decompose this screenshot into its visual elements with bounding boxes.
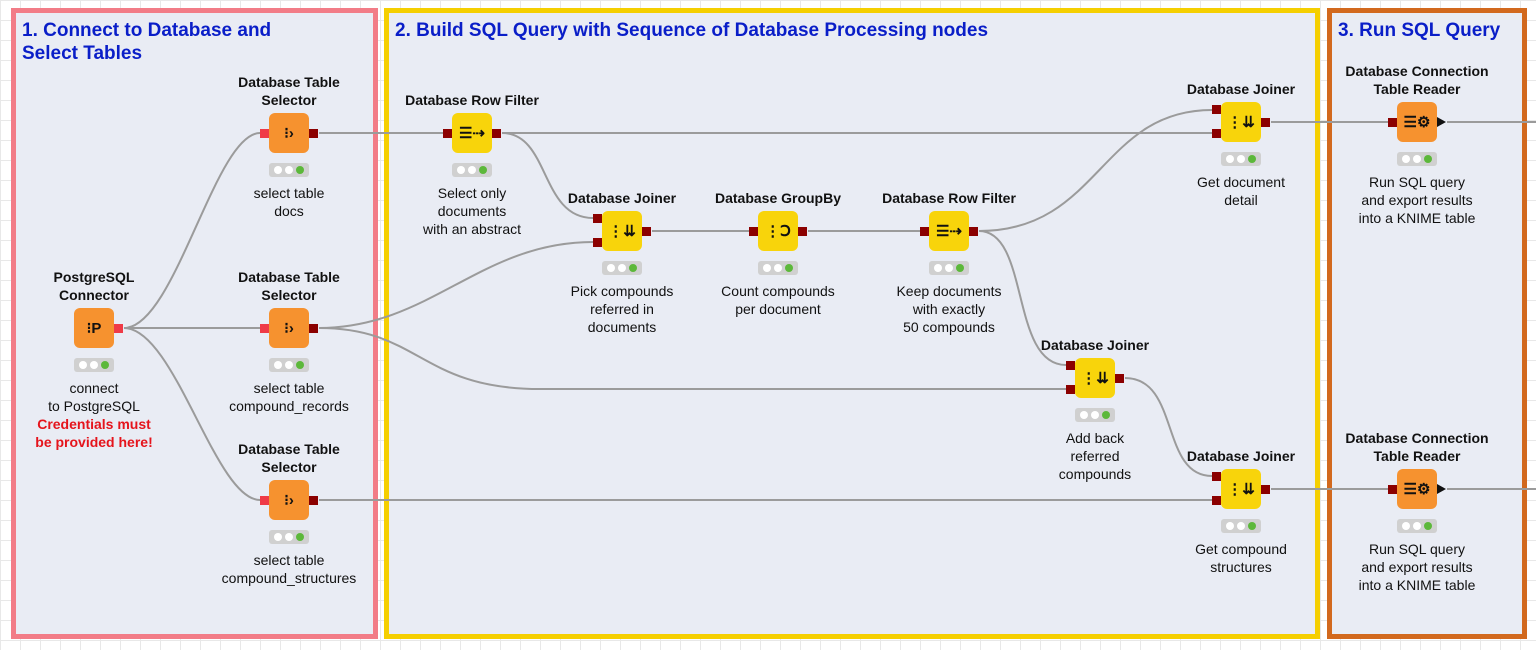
annotation-title: 3. Run SQL Query: [1338, 20, 1501, 41]
node-title: PostgreSQL Connector: [53, 269, 135, 303]
node-description: select table docs: [253, 185, 325, 219]
node-title: Database GroupBy: [714, 190, 842, 206]
node-title: Database Connection Table Reader: [1345, 63, 1489, 97]
output-port[interactable]: [1261, 118, 1270, 127]
output-port[interactable]: [309, 496, 318, 505]
node-title: Database Table Selector: [238, 74, 340, 108]
joiner-icon[interactable]: ⋮⇊: [1075, 358, 1115, 398]
input-port-top[interactable]: [1212, 105, 1221, 114]
input-port[interactable]: [260, 324, 269, 333]
input-port-bottom[interactable]: [1212, 496, 1221, 505]
output-port[interactable]: [642, 227, 651, 236]
node-title: Database Joiner: [567, 190, 677, 206]
input-port[interactable]: [1388, 118, 1397, 127]
node-description: select table compound_records: [229, 380, 349, 414]
table-selector-icon[interactable]: ⁝›: [269, 113, 309, 153]
input-port-bottom[interactable]: [1066, 385, 1075, 394]
status-traffic-light: [269, 163, 309, 177]
credentials-warning: Credentials must be provided here!: [35, 416, 153, 450]
output-port[interactable]: [1437, 117, 1446, 127]
node-description: Count compounds per document: [721, 283, 835, 317]
joiner-icon[interactable]: ⋮⇊: [1221, 469, 1261, 509]
joiner-icon[interactable]: ⋮⇊: [602, 211, 642, 251]
node-description: Run SQL query and export results into a …: [1358, 174, 1476, 226]
table-selector-icon[interactable]: ⁝›: [269, 480, 309, 520]
node-description: Add back referred compounds: [1058, 430, 1132, 482]
table-selector-icon[interactable]: ⁝›: [269, 308, 309, 348]
output-port[interactable]: [114, 324, 123, 333]
node-description: Select only documents with an abstract: [422, 185, 522, 237]
output-port[interactable]: [798, 227, 807, 236]
input-port-bottom[interactable]: [1212, 129, 1221, 138]
status-traffic-light: [269, 358, 309, 372]
input-port[interactable]: [749, 227, 758, 236]
table-reader-icon[interactable]: ☰⚙: [1397, 102, 1437, 142]
status-traffic-light: [1221, 152, 1261, 166]
input-port-top[interactable]: [1066, 361, 1075, 370]
node-title: Database Table Selector: [238, 269, 340, 303]
node-title: Database Joiner: [1186, 448, 1296, 464]
node-title: Database Row Filter: [882, 190, 1016, 206]
row-filter-icon[interactable]: ☰⇢: [929, 211, 969, 251]
status-traffic-light: [1397, 152, 1437, 166]
joiner-icon[interactable]: ⋮⇊: [1221, 102, 1261, 142]
node-description: Keep documents with exactly 50 compounds: [896, 283, 1002, 335]
status-traffic-light: [1397, 519, 1437, 533]
output-port[interactable]: [309, 129, 318, 138]
annotation-title: 1. Connect to Database and Select Tables: [22, 20, 272, 64]
node-title: Database Joiner: [1186, 81, 1296, 97]
node-title: Database Row Filter: [405, 92, 539, 108]
node-title: Database Table Selector: [238, 441, 340, 475]
status-traffic-light: [74, 358, 114, 372]
input-port[interactable]: [920, 227, 929, 236]
node-description: Run SQL query and export results into a …: [1358, 541, 1476, 593]
output-port[interactable]: [1437, 484, 1446, 494]
node-description: connect to PostgreSQL: [48, 380, 140, 414]
annotation-connect-select[interactable]: 1. Connect to Database and Select Tables: [11, 8, 378, 639]
status-traffic-light: [269, 530, 309, 544]
node-description: Get document detail: [1197, 174, 1285, 208]
input-port[interactable]: [260, 496, 269, 505]
input-port[interactable]: [443, 129, 452, 138]
database-connector-icon[interactable]: ⁝P: [74, 308, 114, 348]
input-port-bottom[interactable]: [593, 238, 602, 247]
node-description: select table compound_structures: [221, 552, 357, 586]
output-port[interactable]: [969, 227, 978, 236]
input-port[interactable]: [260, 129, 269, 138]
node-description: Pick compounds referred in documents: [570, 283, 674, 335]
status-traffic-light: [602, 261, 642, 275]
row-filter-icon[interactable]: ☰⇢: [452, 113, 492, 153]
output-port[interactable]: [1261, 485, 1270, 494]
input-port-top[interactable]: [1212, 472, 1221, 481]
groupby-icon[interactable]: ⋮Ↄ: [758, 211, 798, 251]
output-port[interactable]: [309, 324, 318, 333]
table-reader-icon[interactable]: ☰⚙: [1397, 469, 1437, 509]
annotation-title: 2. Build SQL Query with Sequence of Data…: [395, 20, 989, 41]
input-port[interactable]: [1388, 485, 1397, 494]
node-title: Database Joiner: [1040, 337, 1150, 353]
status-traffic-light: [758, 261, 798, 275]
input-port-top[interactable]: [593, 214, 602, 223]
node-description: Get compound structures: [1195, 541, 1287, 575]
status-traffic-light: [929, 261, 969, 275]
node-title: Database Connection Table Reader: [1345, 430, 1489, 464]
status-traffic-light: [452, 163, 492, 177]
status-traffic-light: [1221, 519, 1261, 533]
output-port[interactable]: [1115, 374, 1124, 383]
status-traffic-light: [1075, 408, 1115, 422]
output-port[interactable]: [492, 129, 501, 138]
